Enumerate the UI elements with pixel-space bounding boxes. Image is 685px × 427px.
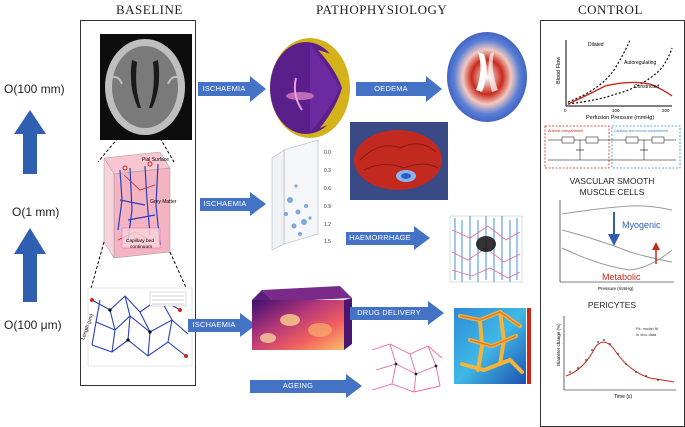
drug-delivery-label: DRUG DELIVERY — [357, 308, 421, 317]
svg-text:1.5: 1.5 — [324, 239, 331, 245]
oedema-label: OEDEMA — [374, 84, 408, 93]
curve-constricted-label: Constricted — [634, 84, 660, 90]
circuit-arterial-title: Arterial compartment — [548, 129, 584, 133]
vsmc-title-2: MUSCLE CELLS — [580, 187, 645, 197]
svg-text:1.2: 1.2 — [324, 222, 331, 228]
svg-text:0.6: 0.6 — [324, 186, 331, 192]
svg-text:0.3: 0.3 — [324, 168, 331, 174]
patho-haemorrhage-network — [449, 215, 523, 283]
arrow-ischaemia-2 — [200, 192, 266, 216]
grey-matter-label: Grey Matter — [150, 199, 177, 205]
scale-up-arrow-2 — [14, 228, 46, 302]
ischaemia-3-label: ISCHAEMIA — [192, 320, 236, 329]
scale-label-1mm: O(1 mm) — [12, 205, 60, 219]
patho-ischaemic-brain — [270, 38, 350, 138]
capillary-bed-label: Capillary bed — [126, 238, 154, 244]
pericytes-title: PERICYTES — [588, 300, 637, 310]
control-pericytes-chart — [563, 316, 676, 391]
scale-label-100mm: O(100 mm) — [4, 82, 65, 96]
scale-label-100um: O(100 μm) — [4, 318, 62, 332]
arrow-ageing — [250, 374, 362, 398]
patho-voxel-volume: 0.0 0.3 0.6 0.9 1.2 1.5 — [271, 139, 331, 251]
diameter-change-ylabel: Diameter change (%) — [556, 323, 561, 366]
arrow-drug-delivery — [350, 301, 444, 325]
header-pathophysiology: PATHOPHYSIOLOGY — [316, 2, 448, 17]
header-baseline: BASELINE — [116, 2, 183, 17]
scale-up-arrow-1 — [14, 110, 46, 174]
perfusion-pressure-xlabel: Perfusion Pressure (mmHg) — [586, 115, 654, 121]
tick-100: 100 — [612, 108, 620, 113]
ageing-label: AGEING — [282, 381, 314, 390]
baseline-capillary-network — [87, 287, 193, 367]
legend-fit: Fit: model fit — [636, 326, 659, 331]
blood-flow-ylabel: Blood Flow — [556, 57, 562, 84]
tick-200: 200 — [662, 108, 670, 113]
patho-drug-delivery-map — [454, 308, 531, 384]
patho-heatmap-cube — [252, 286, 352, 350]
circuit-venous-title: Capillary and venous compartment — [614, 129, 668, 133]
svg-text:0.9: 0.9 — [324, 204, 331, 210]
tick-0: 0 — [564, 108, 567, 113]
metabolic-label: Metabolic — [602, 272, 641, 282]
baseline-brain-slice — [100, 34, 192, 140]
vsmc-title-1: VASCULAR SMOOTH — [570, 176, 655, 186]
baseline-cortical-column — [103, 151, 171, 259]
svg-text:0.0: 0.0 — [324, 150, 331, 156]
myogenic-label: Myogenic — [622, 220, 661, 230]
time-xlabel: Time (s) — [614, 394, 632, 400]
patho-3d-brain-lesion — [350, 122, 448, 200]
control-circuit-diagram — [544, 125, 681, 169]
curve-dilated-label: Dilated — [588, 42, 604, 48]
legend-data: in vivo data — [636, 332, 657, 337]
arrow-ischaemia-3 — [188, 313, 256, 337]
control-blood-flow-chart — [565, 39, 673, 107]
arrow-oedema — [356, 76, 442, 102]
ischaemia-1-label: ISCHAEMIA — [202, 84, 246, 93]
pial-surface-label: Pial Surface — [142, 157, 169, 163]
continuum-label: continuum — [130, 244, 152, 250]
vsmc-pressure-xlabel: Pressure (mmHg) — [598, 286, 634, 291]
haemorrhage-label: HAEMORRHAGE — [349, 233, 411, 242]
curve-autoregulating-label: Autoregulating — [624, 60, 656, 66]
ischaemia-2-label: ISCHAEMIA — [203, 199, 247, 208]
patho-oedema-brain — [447, 32, 527, 122]
control-vsmc-chart — [559, 200, 674, 283]
patho-ageing-network — [366, 336, 446, 398]
arrow-ischaemia-1 — [198, 76, 266, 102]
header-control: CONTROL — [578, 2, 643, 17]
arrow-haemorrhage — [346, 226, 430, 250]
